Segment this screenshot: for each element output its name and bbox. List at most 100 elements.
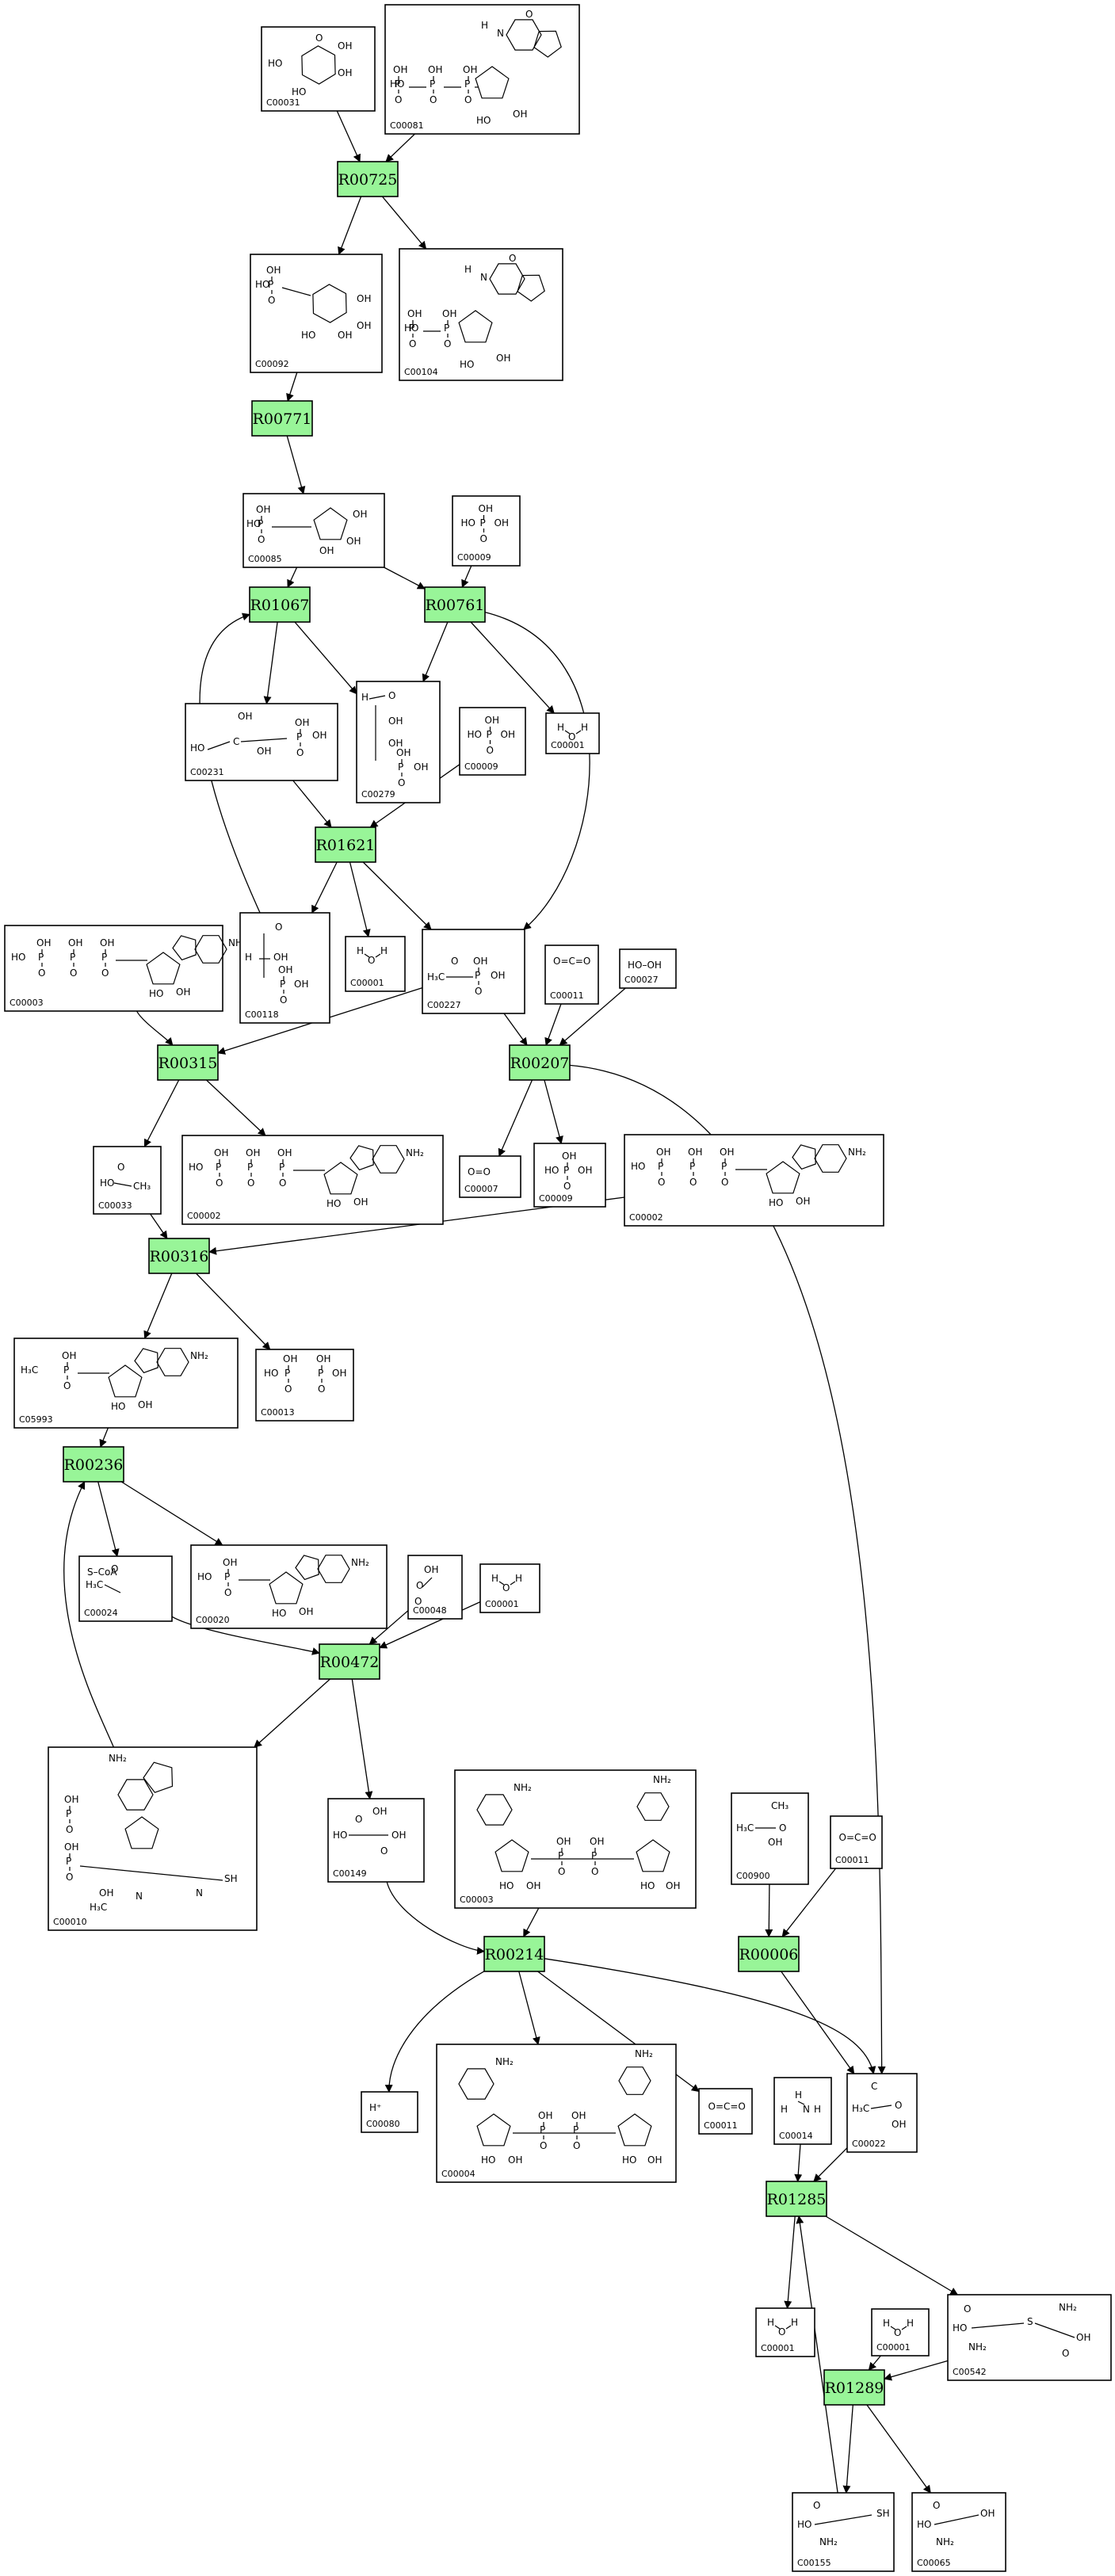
compound-box	[181, 1135, 444, 1225]
reaction-edge	[336, 110, 361, 162]
atom-label: HO	[917, 2519, 931, 2530]
reaction-node[interactable]: R01067	[249, 586, 311, 623]
atom-label: CH₃	[771, 1800, 789, 1811]
reaction-edge	[781, 1971, 855, 2074]
reaction-node[interactable]: R00315	[157, 1044, 219, 1081]
atom-label: H	[361, 692, 368, 703]
ring	[618, 2067, 651, 2095]
reaction-node[interactable]: R00472	[319, 1643, 380, 1680]
reaction-edge	[544, 1079, 563, 1144]
compound-node[interactable]: H⁺C00080	[361, 2091, 418, 2133]
atom-label: HO	[190, 742, 204, 754]
reaction-node[interactable]: R00761	[424, 586, 486, 623]
atom-label: H	[814, 2104, 821, 2115]
ring	[458, 2068, 494, 2100]
atom-label: O	[409, 338, 416, 349]
compound-id: C00065	[917, 2558, 951, 2568]
atom-label: P	[224, 1571, 230, 1582]
atom-label: OH	[980, 2508, 995, 2519]
atom-label: O	[813, 2500, 820, 2511]
reaction-box	[424, 586, 486, 623]
atom-label: OH	[590, 1836, 604, 1847]
atom-label: O	[380, 1845, 388, 1857]
atom-label: P	[284, 1368, 290, 1379]
atom-label: OH	[1076, 2332, 1090, 2343]
ring	[792, 1144, 816, 1170]
atom-label: SH	[224, 1873, 238, 1884]
atom-label: NH₂	[653, 1774, 671, 1785]
bond	[870, 2105, 892, 2109]
compound-id: C00003	[10, 998, 44, 1008]
atom-label: P	[689, 1161, 695, 1172]
atom-label: P	[444, 322, 449, 334]
reaction-node[interactable]: R00771	[251, 400, 313, 437]
atom-label: O	[540, 2140, 547, 2151]
reaction-box	[251, 400, 313, 437]
compound-box	[327, 1798, 425, 1883]
reaction-node[interactable]: R00207	[509, 1044, 571, 1081]
reaction-label: R00207	[510, 1055, 570, 1072]
reaction-node[interactable]: R00316	[148, 1238, 210, 1274]
reaction-node[interactable]: R00006	[738, 1936, 800, 1972]
reaction-box	[148, 1238, 210, 1274]
reaction-node[interactable]: R00725	[337, 161, 399, 197]
ring	[476, 1794, 513, 1826]
compound-box	[773, 2077, 832, 2145]
reaction-node[interactable]: R00236	[63, 1446, 124, 1483]
atom-label: HO	[953, 2322, 967, 2334]
reaction-edge	[195, 1273, 271, 1350]
reaction-node[interactable]: R01285	[766, 2181, 827, 2217]
atom-label: O	[464, 94, 472, 105]
reaction-node[interactable]: R01289	[823, 2369, 885, 2406]
reaction-node[interactable]: R01621	[315, 826, 376, 863]
reaction-box	[483, 1936, 545, 1972]
atom-label: OH	[501, 729, 515, 740]
reaction-label: R01289	[825, 2379, 884, 2397]
reaction-node[interactable]: R00214	[483, 1936, 545, 1972]
